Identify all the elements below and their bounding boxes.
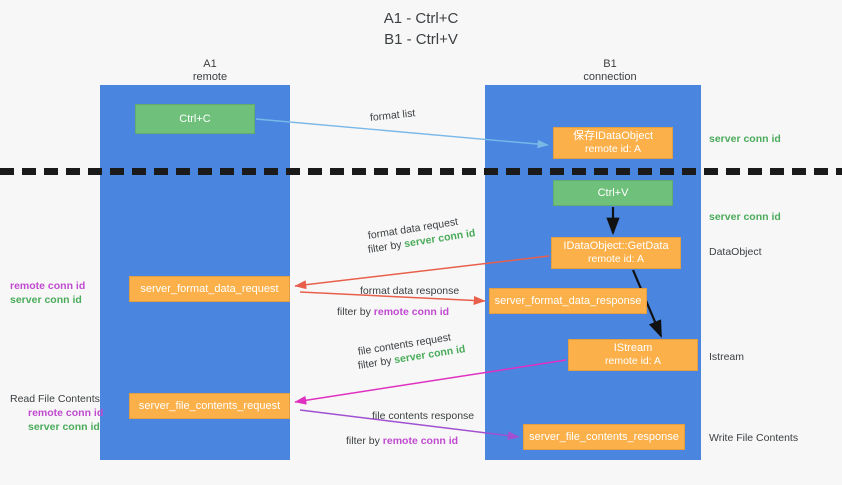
node-idataobject-getdata-line2: remote id: A bbox=[587, 253, 645, 265]
side-note-read-file-contents-title: Read File Contents bbox=[10, 393, 100, 405]
node-ctrl-v-label: Ctrl+V bbox=[597, 186, 629, 199]
node-save-idataobject-line2: remote id: A bbox=[584, 143, 642, 155]
side-note-left-low-server: server conn id bbox=[28, 421, 100, 433]
node-server-format-data-request-label: server_format_data_request bbox=[140, 282, 279, 295]
edge-label-file-contents-response-text: file contents response bbox=[372, 410, 475, 422]
edge-label-format-list-text: format list bbox=[369, 107, 416, 124]
side-note-read-file-contents: Read File Contents remote conn id server… bbox=[10, 392, 103, 434]
side-note-right-server-conn-2-text: server conn id bbox=[709, 211, 781, 223]
column-header-b1-sub: connection bbox=[583, 71, 637, 83]
side-note-right-dataobject-text: DataObject bbox=[709, 246, 762, 258]
node-ctrl-c[interactable]: Ctrl+C bbox=[135, 104, 255, 134]
side-note-right-server-conn-1-text: server conn id bbox=[709, 133, 781, 145]
side-note-right-server-conn-2: server conn id bbox=[709, 210, 781, 224]
node-istream-line2: remote id: A bbox=[604, 355, 662, 367]
side-note-left-middle-remote: remote conn id bbox=[10, 280, 86, 292]
edge-label-file-contents-response: file contents response bbox=[372, 409, 474, 423]
edge-label-file-contents-response-filter-prefix: filter by bbox=[346, 435, 383, 447]
node-server-file-contents-response-label: server_file_contents_response bbox=[529, 430, 679, 443]
column-header-a1: A1 remote bbox=[130, 58, 290, 84]
edge-label-format-data-response: format data response bbox=[360, 284, 459, 298]
side-note-right-istream: Istream bbox=[709, 350, 744, 364]
edge-label-format-data-response-filter: filter by remote conn id bbox=[337, 305, 449, 319]
node-server-file-contents-request-label: server_file_contents_request bbox=[138, 399, 281, 412]
title-line-1: A1 - Ctrl+C bbox=[383, 10, 459, 27]
side-note-right-write-file-contents-text: Write File Contents bbox=[709, 432, 799, 444]
edge-label-file-contents-response-filter: filter by remote conn id bbox=[346, 434, 458, 448]
dashed-divider bbox=[0, 168, 842, 175]
node-istream-line1: IStream bbox=[613, 342, 653, 354]
edge-label-format-data-response-filter-prefix: filter by bbox=[337, 306, 374, 318]
side-note-right-write-file-contents: Write File Contents bbox=[709, 431, 798, 445]
side-note-left-middle-server: server conn id bbox=[10, 294, 82, 306]
node-save-idataobject[interactable]: 保存IDataObject remote id: A bbox=[553, 127, 673, 159]
node-ctrl-v[interactable]: Ctrl+V bbox=[553, 180, 673, 206]
node-istream[interactable]: IStream remote id: A bbox=[568, 339, 698, 371]
node-server-format-data-response[interactable]: server_format_data_response bbox=[489, 288, 647, 314]
column-header-b1-name: B1 bbox=[603, 58, 617, 70]
edge-label-format-data-response-text: format data response bbox=[360, 285, 460, 297]
node-server-format-data-response-label: server_format_data_response bbox=[494, 294, 642, 307]
node-idataobject-getdata-line1: IDataObject::GetData bbox=[563, 240, 669, 252]
page-title: A1 - Ctrl+C B1 - Ctrl+V bbox=[0, 8, 842, 50]
node-server-file-contents-response[interactable]: server_file_contents_response bbox=[523, 424, 685, 450]
side-note-left-middle: remote conn id server conn id bbox=[10, 279, 85, 307]
edge-label-format-list: format list bbox=[369, 106, 416, 125]
title-line-2: B1 - Ctrl+V bbox=[384, 31, 458, 48]
node-ctrl-c-label: Ctrl+C bbox=[179, 112, 211, 125]
column-header-b1: B1 connection bbox=[530, 58, 690, 84]
side-note-right-server-conn-1: server conn id bbox=[709, 132, 781, 146]
column-header-a1-name: A1 bbox=[203, 58, 217, 70]
edge-label-file-contents-response-filter-key: remote conn id bbox=[382, 435, 459, 447]
node-server-format-data-request[interactable]: server_format_data_request bbox=[129, 276, 290, 302]
node-idataobject-getdata[interactable]: IDataObject::GetData remote id: A bbox=[551, 237, 681, 269]
side-note-left-low-remote: remote conn id bbox=[28, 407, 104, 419]
column-header-a1-sub: remote bbox=[192, 71, 228, 83]
side-note-right-istream-text: Istream bbox=[709, 351, 745, 363]
node-save-idataobject-line1: 保存IDataObject bbox=[572, 130, 654, 142]
node-server-file-contents-request[interactable]: server_file_contents_request bbox=[129, 393, 290, 419]
side-note-right-dataobject: DataObject bbox=[709, 245, 762, 259]
edge-label-format-data-response-filter-key: remote conn id bbox=[373, 306, 450, 318]
